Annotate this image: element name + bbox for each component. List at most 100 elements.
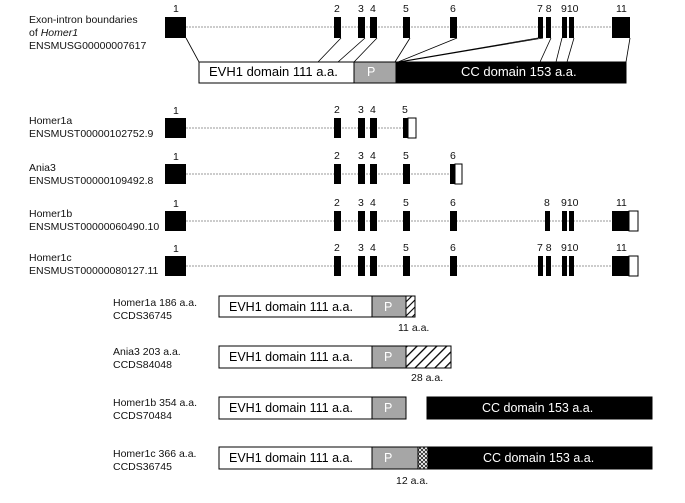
exon-11 <box>612 17 630 38</box>
homer1c-exon-num-11: 11 <box>616 242 627 254</box>
homer1b-exon-num-2: 2 <box>334 197 340 209</box>
gene-exon-num-78: 7 8 <box>537 3 552 15</box>
homer1b-exon-num-8: 8 <box>544 197 550 209</box>
ania3-p-label: P <box>384 350 393 364</box>
homer1b-cc-label: CC domain 153 a.a. <box>482 401 594 415</box>
homer1a-exon-num-3: 3 <box>358 104 364 116</box>
gene-exon-num-11: 11 <box>616 3 627 15</box>
protein-ania3-bar <box>218 345 452 369</box>
ania3-tail-label: 28 a.a. <box>411 372 444 384</box>
transcript-name-homer1a: Homer1a <box>29 115 73 127</box>
homer1b-exon-num-5: 5 <box>403 197 409 209</box>
transcript-homer1b-exons <box>165 210 639 232</box>
homer1a-exon-num-5: 5 <box>402 104 408 116</box>
gene-evh1-label: EVH1 domain 111 a.a. <box>209 64 338 79</box>
transcript-name-homer1c: Homer1c <box>29 252 72 264</box>
ania3-exon-num-4: 4 <box>370 150 376 162</box>
gene-cc-label: CC domain 153 a.a. <box>461 64 577 79</box>
gene-title-line1: Exon-intron boundaries <box>29 14 138 26</box>
ania3-exon-num-5: 5 <box>403 150 409 162</box>
exon-2 <box>334 17 341 38</box>
transcript-name-homer1b: Homer1b <box>29 208 73 220</box>
gene-exon-num-3: 3 <box>358 3 364 15</box>
homer1c-exon-num-6: 6 <box>450 242 456 254</box>
homer1c-cc-box <box>427 446 653 470</box>
homer1c-tail-label: 12 a.a. <box>396 475 429 487</box>
homer1c-exon-num-910: 910 <box>561 242 579 254</box>
homer1c-exon-num-5: 5 <box>403 242 409 254</box>
homer1c-exon-num-4: 4 <box>370 242 376 254</box>
homer1b-exon-num-3: 3 <box>358 197 364 209</box>
protein-name-homer1b: Homer1b 354 a.a. <box>113 397 198 409</box>
gene-exon-num-910: 910 <box>561 3 579 15</box>
homer1b-exon-num-6: 6 <box>450 197 456 209</box>
homer1b-exon-num-910: 910 <box>561 197 579 209</box>
homer1b-exon-num-1: 1 <box>173 198 179 210</box>
homer1b-exon-num-4: 4 <box>370 197 376 209</box>
transcript-id-homer1a: ENSMUST00000102752.9 <box>29 128 154 140</box>
gene-exon-row <box>165 17 630 38</box>
protein-homer1a-bar <box>218 295 416 318</box>
transcript-homer1c-exons <box>165 255 639 277</box>
exon-3 <box>358 17 365 38</box>
transcript-id-homer1b: ENSMUST00000060490.10 <box>29 221 160 233</box>
transcript-id-ania3: ENSMUST00000109492.8 <box>29 175 154 187</box>
ania3-exon-num-1: 1 <box>173 151 179 163</box>
gene-exon-num-6: 6 <box>450 3 456 15</box>
gene-title-prefix: of <box>29 27 41 39</box>
transcript-ania3-exons <box>165 163 463 185</box>
homer1a-tail-label: 11 a.a. <box>398 322 430 334</box>
ania3-exon-num-6: 6 <box>450 150 456 162</box>
ania3-exon-num-3: 3 <box>358 150 364 162</box>
homer1a-exon-num-4: 4 <box>370 104 376 116</box>
exon-1 <box>165 17 186 38</box>
protein-name-ania3: Ania3 203 a.a. <box>113 346 181 358</box>
gene-exon-num-2: 2 <box>334 3 340 15</box>
exon-8 <box>546 17 551 38</box>
gene-protein-bar <box>198 61 627 84</box>
protein-homer1c-bar <box>218 446 653 470</box>
protein-name-homer1a: Homer1a 186 a.a. <box>113 297 198 309</box>
homer1b-p-label: P <box>384 401 393 415</box>
homer1c-exon-num-78: 7 8 <box>537 242 552 254</box>
gene-p-label: P <box>367 65 376 79</box>
gene-exon-num-1: 1 <box>173 3 179 15</box>
transcript-name-ania3: Ania3 <box>29 162 56 174</box>
homer1b-cc-box <box>426 396 653 420</box>
gene-name: Homer1 <box>40 27 79 39</box>
homer1b-exon-num-11: 11 <box>616 197 627 209</box>
protein-name-homer1c: Homer1c 366 a.a. <box>113 448 197 460</box>
homer1a-tail-box <box>405 295 416 318</box>
exon-7 <box>538 17 543 38</box>
exon-to-domain-connectors <box>185 37 631 63</box>
protein-ccds-ania3: CCDS84048 <box>113 359 172 371</box>
transcript-homer1a-exons <box>165 117 417 139</box>
gene-title-line2: of Homer1 <box>29 27 78 40</box>
protein-ccds-homer1c: CCDS36745 <box>113 461 172 473</box>
protein-ccds-homer1a: CCDS36745 <box>113 310 172 322</box>
homer1c-exon-num-3: 3 <box>358 242 364 254</box>
protein-ccds-homer1b: CCDS70484 <box>113 410 172 422</box>
homer1c-exon-num-2: 2 <box>334 242 340 254</box>
homer1a-p-label: P <box>384 300 393 314</box>
homer1c-insert-box <box>417 446 429 470</box>
homer1c-exon-num-1: 1 <box>173 243 179 255</box>
protein-homer1b-bar <box>218 396 653 420</box>
exon-5 <box>403 17 410 38</box>
homer1c-cc-label: CC domain 153 a.a. <box>483 451 595 465</box>
homer1c-evh1-label: EVH1 domain 111 a.a. <box>229 451 353 465</box>
cc-domain-box <box>395 61 627 84</box>
exon-6 <box>450 17 457 38</box>
homer1a-exon-num-2: 2 <box>334 104 340 116</box>
homer1c-p-label: P <box>384 451 393 465</box>
exon-9 <box>562 17 567 38</box>
gene-id: ENSMUSG00000007617 <box>29 40 147 52</box>
ania3-evh1-label: EVH1 domain 111 a.a. <box>229 350 353 364</box>
homer1a-exon-num-1: 1 <box>173 105 179 117</box>
ania3-tail-box <box>405 345 452 369</box>
homer1a-evh1-label: EVH1 domain 111 a.a. <box>229 300 353 314</box>
exon-4 <box>370 17 377 38</box>
transcript-id-homer1c: ENSMUST00000080127.11 <box>29 265 159 277</box>
